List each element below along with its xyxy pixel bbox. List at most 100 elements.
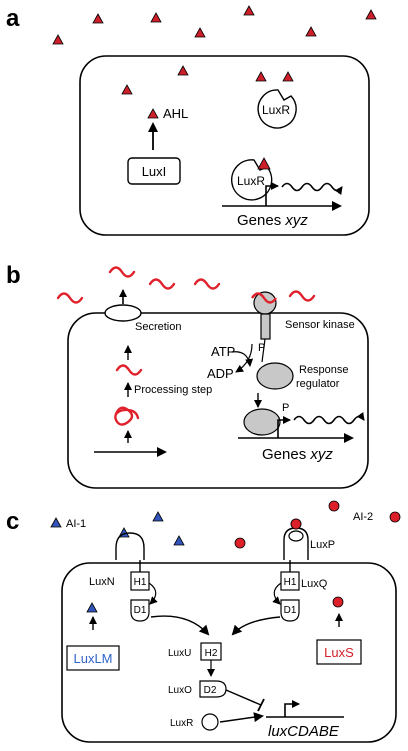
- cell-b: [67, 312, 369, 489]
- ai2-bound-luxp: [290, 518, 302, 530]
- luxo-label: LuxO: [168, 685, 192, 696]
- luxlm-label: LuxLM: [73, 651, 112, 666]
- cell-a: [79, 55, 370, 236]
- d1-right-shape: [280, 599, 300, 622]
- panel-c: c AI-1 AI-2 LuxN H1 D1: [6, 500, 401, 743]
- ahl-triangle: [52, 34, 64, 45]
- ai2-circles: [234, 500, 401, 608]
- phospho-label-2: P: [282, 402, 289, 414]
- peptide-wave-internal: [115, 364, 143, 376]
- promoter-arrow-a: [265, 182, 279, 206]
- ahl-triangle: [305, 26, 317, 37]
- luxlm-box: [66, 645, 120, 671]
- response-regulator-top: [256, 362, 294, 390]
- ahl-triangle: [150, 12, 162, 23]
- luxu-label: LuxU: [168, 648, 191, 659]
- d1-left-label: D1: [134, 605, 147, 616]
- ai2-circle: [389, 511, 401, 523]
- panel-b: b Secretion Sensor kinase ATP P ADP Resp…: [6, 262, 369, 489]
- d2-label: D2: [204, 685, 217, 696]
- luxp-label: LuxP: [310, 539, 335, 551]
- luxp-periplasmic: [288, 530, 304, 542]
- ahl-triangle: [147, 108, 159, 119]
- adp-label: ADP: [207, 366, 234, 381]
- d1-right-to-luxu-arrow: [231, 616, 281, 636]
- secretion-pore: [104, 304, 142, 322]
- sensor-kinase-label: Sensor kinase: [285, 319, 355, 331]
- peptide-wave: [193, 278, 221, 290]
- luxn-receptor-loop: [115, 532, 145, 560]
- genes-label-a: Genes xyz: [237, 212, 308, 229]
- ai2-label: AI-2: [353, 511, 373, 523]
- ahl-triangle: [255, 71, 267, 82]
- atp-curve: [231, 351, 254, 367]
- peptide-wave: [56, 292, 84, 304]
- luxr-free-shape: [257, 89, 297, 129]
- response-label-1: Response: [299, 364, 349, 376]
- luxq-label: LuxQ: [301, 578, 328, 590]
- h1-to-d1-right-arrow: [272, 582, 282, 605]
- h1-to-d1-left-arrow: [148, 582, 158, 605]
- ahl-triangles-inside: [121, 65, 294, 119]
- peptide-wave: [108, 266, 136, 278]
- folded-prepeptide: [114, 406, 140, 426]
- panel-a-letter: a: [6, 5, 20, 32]
- secretion-label: Secretion: [135, 321, 181, 333]
- h1-right-box: [280, 571, 300, 591]
- panel-b-letter: b: [6, 262, 21, 289]
- processing-label: Processing step: [134, 384, 212, 396]
- luxr-activation-arrow: [219, 712, 264, 723]
- adp-curve: [235, 343, 253, 373]
- h2-label: H2: [205, 648, 218, 659]
- mrna-wave-a: [281, 182, 343, 196]
- ai2-circle: [328, 500, 340, 512]
- ahl-triangle: [194, 27, 206, 38]
- luxr-circle: [201, 713, 219, 731]
- d1-right-label: D1: [284, 605, 297, 616]
- mrna-wave-b: [293, 411, 365, 425]
- luxo-repression-bar: [257, 698, 265, 712]
- ahl-triangle: [177, 65, 189, 76]
- panel-c-letter: c: [6, 508, 19, 535]
- kinase-to-regulator-line: [261, 338, 266, 363]
- ahl-label: AHL: [163, 106, 188, 121]
- peptide-wave: [288, 290, 316, 302]
- luxp-loop: [283, 527, 309, 560]
- sensor-kinase-head: [253, 291, 277, 315]
- h1-left-label: H1: [134, 577, 147, 588]
- ai2-circle: [234, 537, 246, 549]
- ahl-triangle: [121, 84, 133, 95]
- ai1-triangle: [152, 511, 164, 522]
- d2-shape: [199, 680, 227, 698]
- luxi-box: [127, 157, 181, 185]
- h1-right-label: H1: [284, 577, 297, 588]
- promoter-arrow-c: [284, 700, 300, 717]
- response-regulator-bottom: [243, 408, 281, 436]
- luxr-bound-label: LuxR: [237, 174, 265, 188]
- peptide-on-sensor: [251, 292, 277, 304]
- ahl-triangle: [282, 71, 294, 82]
- phospho-label-1: P: [258, 342, 265, 354]
- luxs-box: [316, 639, 362, 665]
- panel-a: a AHL LuxI LuxR LuxR: [6, 5, 377, 236]
- ahl-bound-triangle: [257, 157, 271, 170]
- ahl-triangles-outside: [52, 5, 377, 45]
- ahl-triangle: [243, 5, 255, 16]
- luxr-free-label: LuxR: [262, 103, 290, 117]
- sensor-kinase-stalk: [260, 313, 271, 340]
- ai1-label: AI-1: [66, 518, 86, 530]
- luxr-label: LuxR: [170, 718, 193, 729]
- peptide-waves-outside: [56, 266, 316, 304]
- luxn-label: LuxN: [89, 576, 115, 588]
- response-label-2: regulator: [296, 378, 340, 390]
- luxo-repression-line: [225, 689, 262, 706]
- d1-left-shape: [130, 599, 150, 622]
- peptide-wave: [148, 278, 176, 290]
- ai1-triangles: [86, 511, 185, 613]
- operon-label: luxCDABE: [268, 723, 340, 740]
- ai1-triangle: [86, 602, 98, 613]
- luxs-label: LuxS: [324, 645, 354, 660]
- ahl-triangle: [365, 9, 377, 20]
- promoter-arrow-b: [277, 416, 291, 438]
- ai1-triangle: [173, 535, 185, 546]
